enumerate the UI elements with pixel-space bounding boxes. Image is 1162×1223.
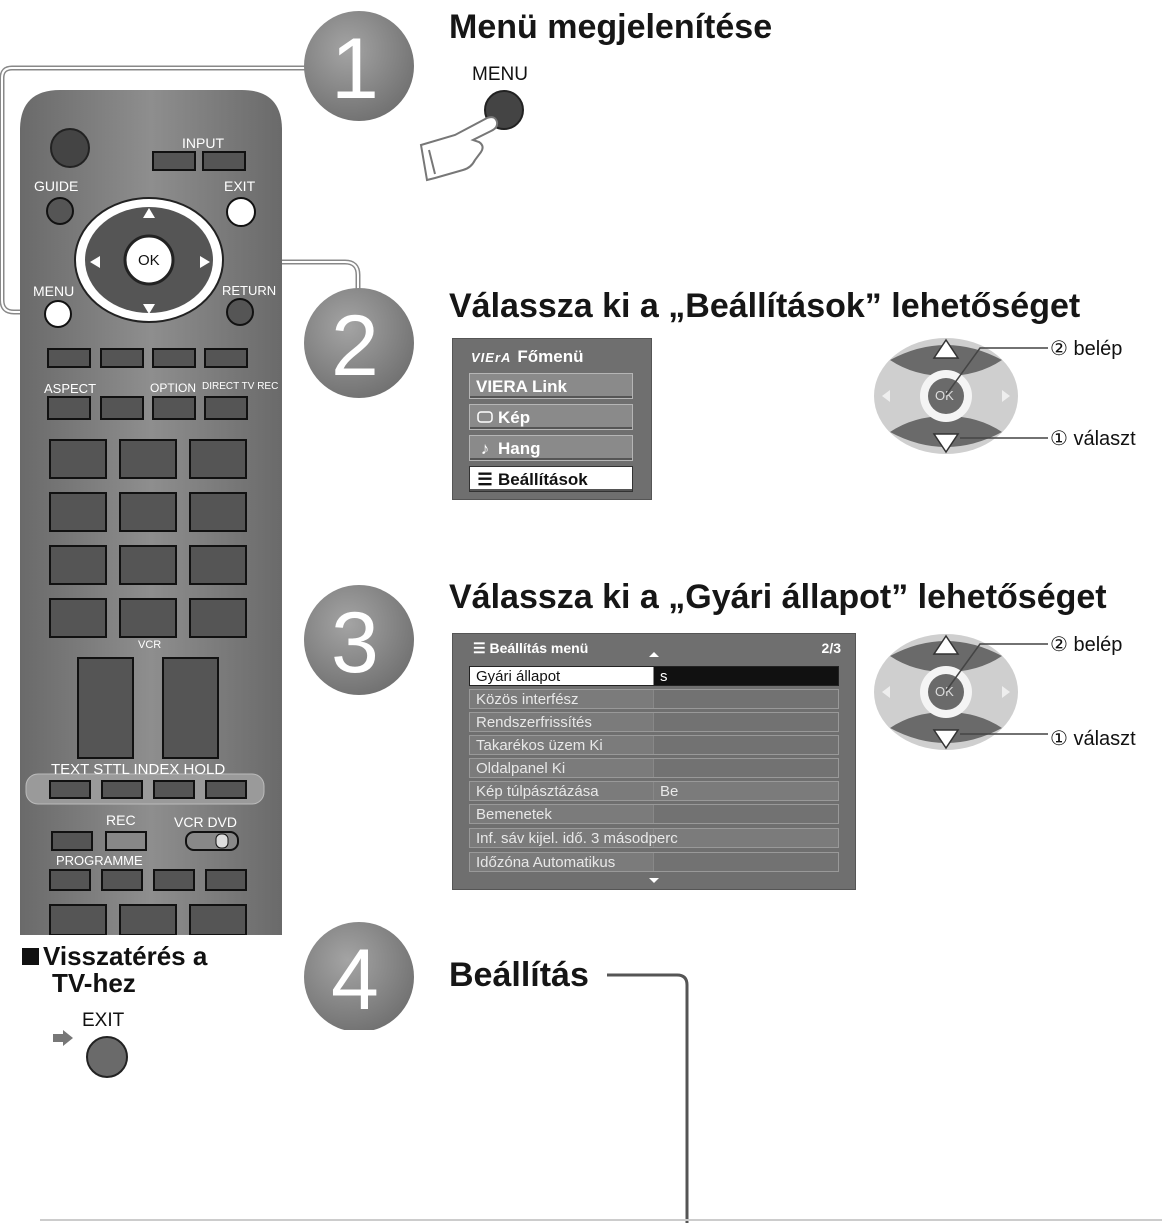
setup-row-rendszerfrissites[interactable]: Rendszerfrissítés	[469, 712, 839, 732]
nav-pad-2-leaders	[945, 347, 1048, 439]
back-to-tv-title: Visszatérés a TV-hez	[22, 943, 207, 997]
step-2-title: Válassza ki a „Beállítások” lehetőséget	[449, 287, 1081, 325]
remote-return-label: RETURN	[222, 283, 277, 298]
list-icon: ☰	[473, 640, 490, 656]
step-1-number: 1	[331, 21, 379, 117]
step-3-badge	[304, 585, 414, 695]
step-1-title: Menü megjelenítése	[449, 8, 773, 46]
scroll-up-icon	[649, 652, 659, 657]
list-icon: ☰	[477, 470, 493, 489]
main-menu-item-viera-link[interactable]: VIERA Link	[469, 373, 633, 399]
remote-menu-label: MENU	[33, 283, 75, 299]
remote-programme-label: PROGRAMME	[56, 853, 143, 868]
setup-row-oldalpanel[interactable]: Oldalpanel Ki	[469, 758, 839, 778]
step-1-badge	[304, 11, 414, 121]
back-exit-button[interactable]	[84, 1034, 130, 1080]
back-exit-arrow-icon	[53, 1030, 73, 1046]
step-2-number: 2	[331, 298, 379, 394]
main-menu-item-hang[interactable]: ♪Hang	[469, 435, 633, 461]
setup-menu-page: 2/3	[821, 640, 841, 656]
step-4-number: 4	[331, 932, 379, 1028]
step-4-title: Beállítás	[449, 956, 589, 994]
setup-menu-header: ☰ Beállítás menü	[473, 640, 589, 656]
step-badges	[304, 11, 414, 1030]
finger-press-icon	[419, 90, 524, 182]
music-note-icon: ♪	[480, 439, 490, 458]
square-bullet-icon	[22, 948, 39, 965]
viera-logo: VIErA	[471, 350, 512, 365]
nav-3-enter-hint: ② belép	[1050, 634, 1123, 656]
step-2-badge	[304, 288, 414, 398]
step-4-badge	[304, 922, 414, 1030]
remote-vcr-dvd-label: VCR DVD	[174, 814, 238, 830]
remote-vcr-label: VCR	[138, 639, 162, 651]
remote-option-label: OPTION	[150, 381, 197, 395]
nav-2-enter-hint: ② belép	[1050, 338, 1123, 360]
remote-aspect-label: ASPECT	[44, 381, 97, 396]
nav-pad-3-leaders	[945, 643, 1048, 735]
picture-icon	[476, 405, 494, 431]
step-3-title: Válassza ki a „Gyári állapot” lehetősége…	[449, 578, 1107, 616]
setup-row-bemenetek[interactable]: Bemenetek	[469, 804, 839, 824]
remote-text-row-label: TEXT STTL INDEX HOLD	[51, 761, 226, 778]
menu-button-label: MENU	[472, 64, 528, 85]
nav-pad-step-2	[874, 338, 1018, 454]
setup-row-takarekos-uzem[interactable]: Takarékos üzem Ki	[469, 735, 839, 755]
back-exit-label: EXIT	[82, 1010, 125, 1031]
remote-direct-tv-rec-label: DIRECT TV REC	[202, 381, 279, 392]
nav-2-select-hint: ① választ	[1050, 428, 1136, 450]
nav-3-select-hint: ① választ	[1050, 728, 1136, 750]
scroll-down-icon	[649, 878, 659, 883]
setup-row-kozos-interfesz[interactable]: Közös interfész	[469, 689, 839, 709]
main-menu-item-kep[interactable]: Kép	[469, 404, 633, 430]
nav-pad-step-3	[874, 634, 1018, 750]
remote-exit-label: EXIT	[224, 178, 256, 194]
main-menu-item-beallitasok[interactable]: ☰Beállítások	[469, 466, 633, 492]
remote-input-label: INPUT	[182, 135, 224, 151]
remote-ok-label: OK	[138, 252, 160, 269]
setup-row-idozona[interactable]: Időzóna Automatikus	[469, 852, 839, 872]
step-3-number: 3	[331, 595, 379, 691]
remote-control	[20, 90, 282, 935]
setup-row-inf-sav[interactable]: Inf. sáv kijel. idő. 3 másodperc	[469, 828, 839, 848]
remote-rec-label: REC	[106, 812, 136, 828]
remote-guide-label: GUIDE	[34, 178, 79, 194]
